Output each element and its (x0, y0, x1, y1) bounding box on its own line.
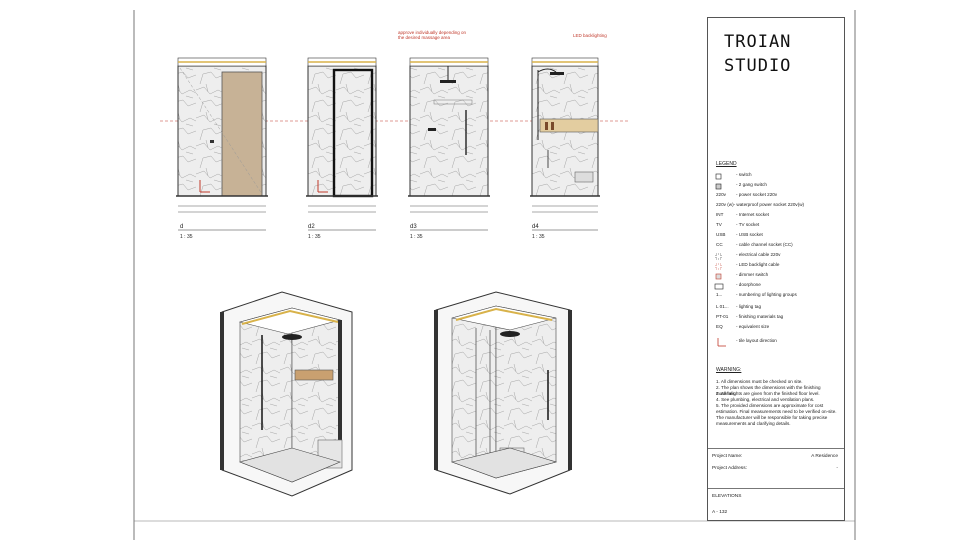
view-d2-label: d2 (308, 224, 315, 230)
elevation-d (176, 57, 268, 231)
led-note: LED backlighting (573, 33, 607, 38)
doorphone-icon (714, 283, 724, 290)
massage-note: approve individually depending on the de… (398, 30, 467, 40)
view-d-label: d (180, 224, 184, 230)
view-d2-scale: 1 : 35 (308, 234, 321, 240)
project-address-label: Project Address: (712, 466, 747, 471)
legend-title: LEGEND (716, 161, 737, 167)
cable-icon (715, 253, 722, 260)
legend-item: - 2 gang switch (736, 182, 767, 187)
sheet-number: A - 132 (712, 510, 728, 515)
two-gang-switch-icon (715, 183, 722, 190)
legend-item: TV- TV socket (716, 222, 760, 227)
elevation-d3 (408, 57, 490, 231)
warning-item: 5. The provided dimensions are approxima… (716, 403, 837, 426)
perspective-right (434, 291, 572, 495)
project-name-label: Project Name: (712, 454, 743, 459)
warning-title: WARNING: (716, 367, 742, 373)
legend-item: L 01...- lighting tag (716, 304, 762, 309)
view-d4-label: d4 (532, 224, 539, 230)
elevation-d4 (530, 57, 600, 231)
view-d4-scale: 1 : 35 (532, 234, 545, 240)
warning-item: 2. The plan shows the dimensions with th… (716, 385, 821, 396)
legend-item: - doorphone (736, 282, 761, 287)
warning-item: 3. All heights are given from the finish… (716, 391, 820, 396)
led-cable-icon (715, 263, 722, 270)
legend-item: - LED backlight cable (736, 262, 780, 267)
view-d3-scale: 1 : 35 (410, 234, 423, 240)
legend-item: USB- USB socket (716, 232, 763, 237)
perspective-left (220, 291, 353, 497)
title-block: TROIAN STUDIO LEGEND - switch - 2 gang s… (707, 17, 845, 521)
legend-symbols (714, 173, 726, 347)
legend-item: 220v (w)- waterproof power socket 220v(w… (716, 202, 805, 207)
project-name-value: A Residence (811, 454, 838, 459)
legend-item: EQ- equivalent size (716, 324, 770, 329)
legend-item: - electrical cable 220v (736, 252, 781, 257)
legend-item: INT- Internet socket (716, 212, 769, 217)
legend-item: PT-01- finishing materials tag (716, 314, 784, 319)
warning-item: 1. All dimensions must be checked on sit… (716, 379, 803, 384)
legend-item: 220v- power socket 220v (716, 192, 778, 197)
legend-item: 1...- numbering of lighting groups (716, 292, 797, 297)
legend-item: - dimmer switch (736, 272, 769, 277)
legend-item: - switch (736, 172, 752, 177)
studio-name-line2: STUDIO (724, 56, 792, 76)
studio-name-line1: TROIAN (724, 32, 792, 52)
warning-item: 4. See plumbing, electrical and ventilat… (716, 397, 815, 402)
sheet-title: ELEVATIONS (712, 494, 742, 499)
view-d-scale: 1 : 35 (180, 234, 193, 240)
elevation-d2 (306, 57, 378, 231)
project-box: Project Name: A Residence Project Addres… (708, 448, 844, 478)
view-d3-label: d3 (410, 224, 417, 230)
sheet-box: ELEVATIONS A - 132 (708, 488, 844, 520)
dimmer-icon (715, 273, 722, 280)
legend-item: - tile layout direction (736, 338, 777, 343)
switch-icon (715, 173, 722, 180)
project-address-value: - (836, 466, 838, 471)
legend-item: CC- cable channel socket (CC) (716, 242, 793, 247)
